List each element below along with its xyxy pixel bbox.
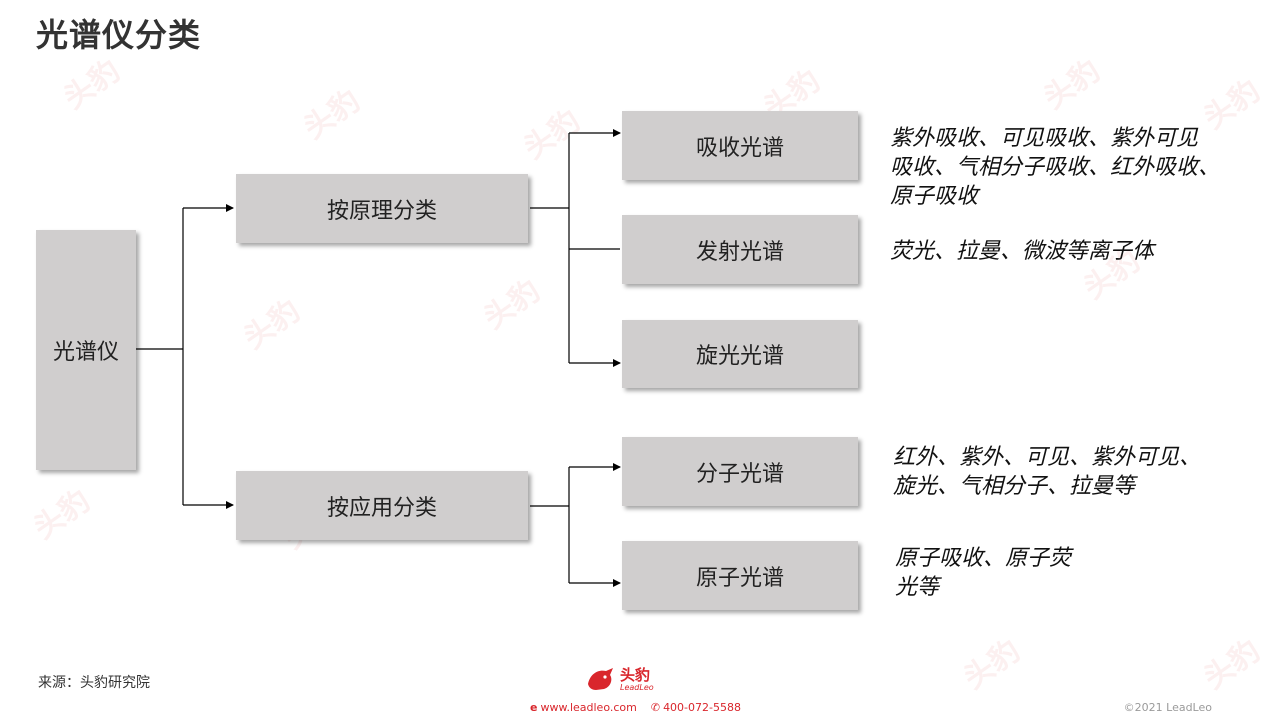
root-node-label: 光谱仪	[52, 340, 119, 365]
globe-icon: e	[530, 701, 538, 714]
phone-text: 400-072-5588	[663, 701, 741, 714]
description-line: 原子吸收、原子荧	[895, 546, 1072, 571]
type-optical-rotation-label: 旋光光谱	[695, 344, 784, 369]
emission-description: 荧光、拉曼、微波等离子体	[890, 237, 1154, 266]
root-node: 光谱仪	[36, 230, 136, 470]
type-emission-label: 发射光谱	[695, 239, 784, 265]
description-line: 紫外吸收、可见吸收、紫外可见	[890, 126, 1199, 151]
brand-logo: 头豹 LeadLeo	[586, 666, 654, 692]
description-line: 光等	[895, 575, 940, 600]
category-application: 按应用分类	[236, 471, 528, 540]
type-emission: 发射光谱	[622, 215, 858, 284]
type-molecular-label: 分子光谱	[695, 461, 784, 487]
category-principle: 按原理分类	[236, 174, 528, 243]
type-optical-rotation: 旋光光谱	[622, 320, 858, 388]
type-molecular: 分子光谱	[622, 437, 858, 506]
logo-subtext: LeadLeo	[620, 682, 654, 692]
absorption-description: 紫外吸收、可见吸收、紫外可见 吸收、气相分子吸收、红外吸收、 原子吸收	[890, 124, 1220, 211]
description-line: 原子吸收	[890, 184, 979, 209]
type-atomic: 原子光谱	[622, 541, 858, 610]
description-line: 吸收、气相分子吸收、红外吸收、	[890, 155, 1221, 180]
page-title: 光谱仪分类	[36, 16, 202, 54]
copyright: ©2021 LeadLeo	[1123, 701, 1212, 714]
molecular-description: 红外、紫外、可见、紫外可见、 旋光、气相分子、拉曼等	[893, 443, 1201, 501]
description-line: 旋光、气相分子、拉曼等	[893, 474, 1136, 499]
type-absorption-label: 吸收光谱	[695, 135, 784, 161]
type-atomic-label: 原子光谱	[695, 565, 784, 591]
atomic-description: 原子吸收、原子荧 光等	[895, 544, 1071, 602]
leopard-icon	[588, 668, 613, 690]
description-line: 红外、紫外、可见、紫外可见、	[893, 445, 1202, 470]
description-line: 荧光、拉曼、微波等离子体	[890, 239, 1155, 264]
logo-text: 头豹	[620, 665, 651, 684]
type-absorption: 吸收光谱	[622, 111, 858, 180]
phone-contact: ✆400-072-5588	[651, 701, 741, 714]
category-application-label: 按应用分类	[326, 495, 437, 521]
source-note: 来源：头豹研究院	[38, 675, 150, 691]
website-text: www.leadleo.com	[540, 701, 637, 714]
category-principle-label: 按原理分类	[326, 198, 437, 224]
phone-icon: ✆	[650, 701, 661, 714]
